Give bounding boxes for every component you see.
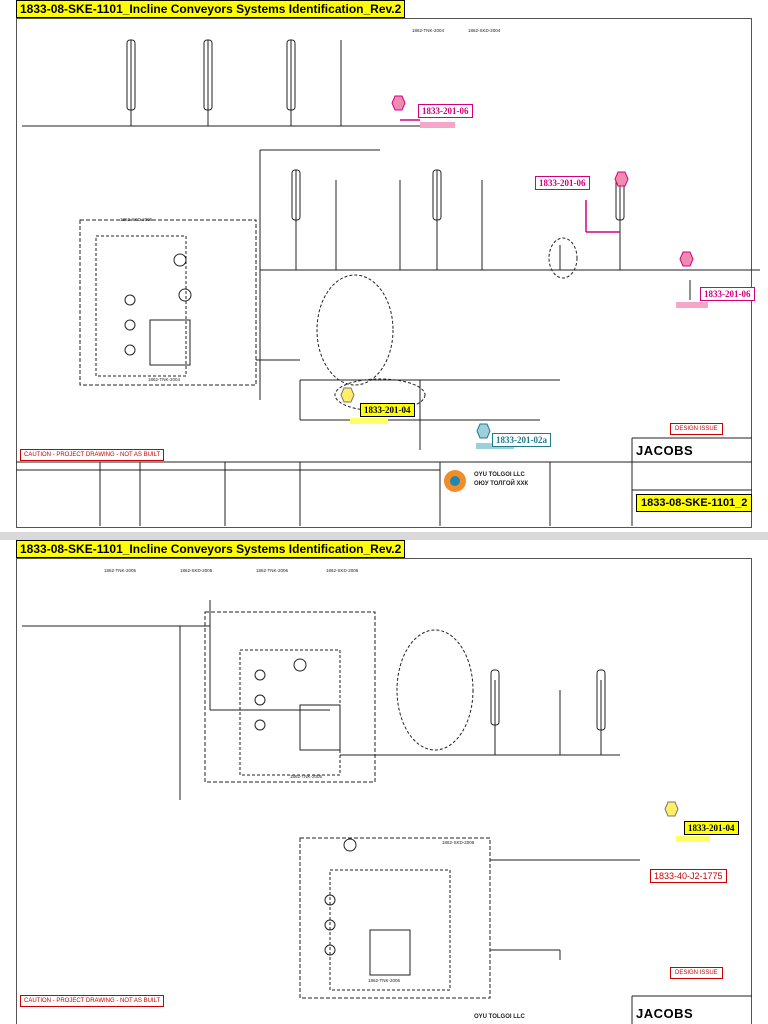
equipment-label: 1862-TNK-2005	[104, 568, 137, 573]
company-name-mn: ОЮУ ТОЛГОЙ ХХК	[474, 481, 529, 487]
drawing-number: 1833-08-SKE-1101_2	[636, 494, 753, 512]
equipment-label: 1862-TNK-2005	[290, 774, 323, 779]
equipment-label: 1862-TNK-2006	[256, 568, 289, 573]
reference-tag: 1833-201-06	[535, 176, 590, 190]
piping-diagram	[22, 600, 752, 1024]
equipment-label: 1862-SKD-2004	[468, 28, 501, 33]
company-name-en: OYU TOLGOI LLC	[474, 1014, 525, 1020]
sheet-title: 1833-08-SKE-1101_Incline Conveyors Syste…	[16, 0, 406, 18]
reference-tag: 1833-201-06	[700, 287, 755, 301]
equipment-label: 1862-SKD-2006	[442, 840, 475, 845]
caution-notice: CAUTION - PROJECT DRAWING - NOT AS BUILT	[20, 995, 165, 1007]
equipment-label: 1862-TNK-2006	[368, 978, 401, 983]
jacobs-logo: JACOBS	[636, 443, 694, 458]
equipment-label: 1862-SKD-2005	[120, 217, 153, 222]
oyu-tolgoi-logo	[444, 470, 466, 492]
drawing-border	[16, 18, 752, 528]
jacobs-logo: JACOBS	[636, 1006, 694, 1021]
reference-tag: 1833-201-04	[684, 821, 739, 835]
equipment-label: 1862-SKD-2006	[326, 568, 359, 573]
reference-tag: 1833-40-J2-1775	[650, 869, 727, 883]
reference-tag: 1833-201-06	[418, 104, 473, 118]
sheet-title: 1833-08-SKE-1101_Incline Conveyors Syste…	[16, 540, 406, 558]
reference-tag: 1833-201-04	[360, 403, 415, 417]
company-name-en: OYU TOLGOI LLC	[474, 472, 525, 478]
equipment-label: 1862-TNK-2004	[412, 28, 445, 33]
reference-tag: 1833-201-02a	[492, 433, 551, 447]
drawing-sheet-2: 1833-08-SKE-1101_Incline Conveyors Syste…	[0, 540, 768, 1024]
piping-diagram	[16, 39, 760, 526]
design-issue-stamp: DESIGN ISSUE	[670, 423, 723, 435]
design-issue-stamp: DESIGN ISSUE	[670, 967, 723, 979]
equipment-label: 1862-TNK-2004	[148, 377, 181, 382]
caution-notice: CAUTION - PROJECT DRAWING - NOT AS BUILT	[20, 449, 165, 461]
drawing-border	[16, 558, 752, 1024]
page-gap	[0, 532, 768, 540]
drawing-sheet-1: 1833-08-SKE-1101_Incline Conveyors Syste…	[16, 0, 760, 528]
equipment-label: 1862-SKD-2005	[180, 568, 213, 573]
